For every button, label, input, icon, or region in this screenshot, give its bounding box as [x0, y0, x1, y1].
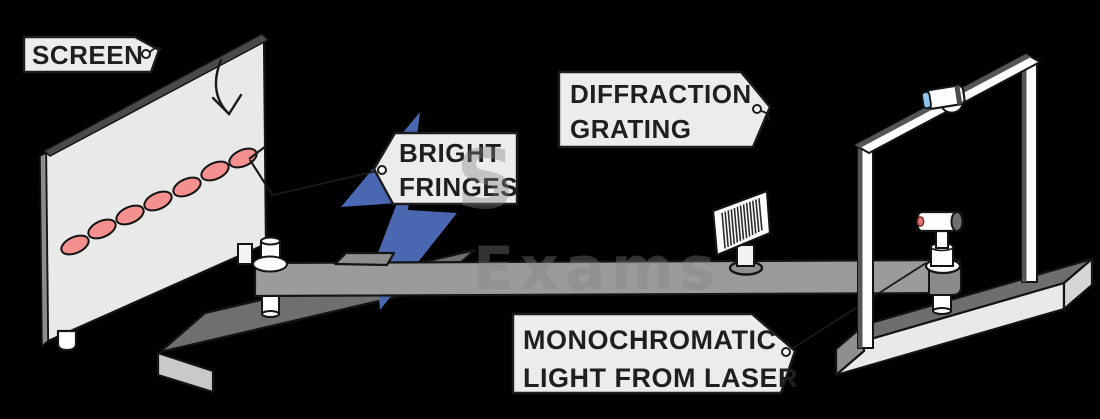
monochromatic-tag-hole-icon: [781, 347, 791, 357]
grating-hatch-line: [721, 212, 726, 249]
grating-hatch-line: [739, 205, 745, 240]
screen-mount-peg: [237, 243, 253, 265]
frame-right-post-shade: [1022, 59, 1027, 282]
stand-frame: [852, 52, 1043, 349]
grating-hatch-line: [730, 209, 736, 245]
grating-hatch-line: [751, 200, 757, 234]
fringe-direction-bolt-arrow: [341, 112, 457, 310]
watermark-letter: S: [456, 133, 515, 228]
bright-fringes-tag-text-line1: BRIGHT: [399, 138, 502, 168]
monochromatic-tag-shape: [511, 312, 797, 395]
left-support-lower-post-base: [261, 310, 280, 318]
grating-hatch-line: [755, 199, 760, 233]
fringe-pointer-line-upper: [248, 145, 267, 160]
screen-pointer-arrowhead-icon: [211, 93, 243, 116]
camera-ring: [954, 85, 963, 105]
screen-left-edge: [39, 151, 49, 348]
grating-post: [736, 244, 755, 267]
screen-face: [44, 36, 268, 343]
laser-lower-post-base: [932, 307, 952, 315]
grating-hatch-line: [758, 198, 763, 231]
left-plank-end-face: [156, 351, 215, 394]
grating-hatch-line: [733, 207, 739, 243]
fringe-pointer-line-lower: [249, 159, 274, 197]
watermark: S Exams: [456, 133, 721, 304]
fringe-dot: [60, 234, 90, 256]
label-bright-fringes: BRIGHT FRINGES: [372, 131, 519, 206]
screen-tag-hole-icon: [141, 49, 151, 59]
bright-fringes-tag-shape: [372, 131, 519, 206]
diffraction-grating-tag-shape: [557, 70, 772, 149]
diffraction-grating-tag-text-line2: GRATING: [570, 114, 691, 144]
fringe-dot: [200, 160, 230, 182]
grating-hatch-line: [736, 206, 742, 242]
screen-foot: [56, 329, 78, 352]
fringe-dot: [87, 218, 117, 240]
grating-hatch: [721, 198, 763, 249]
screen-tag-shape: [22, 35, 161, 74]
screen-top-edge: [42, 33, 270, 157]
camera-lens-cap: [921, 91, 932, 110]
diffraction-grating-tag-text-line1: DIFFRACTION: [570, 79, 752, 109]
right-platform-right-end: [1062, 257, 1094, 311]
fringe-dot: [115, 204, 145, 226]
screen-board: [39, 33, 270, 352]
bright-fringes-tag-text-line2: FRINGES: [399, 172, 518, 202]
monochromatic-tag-text-line1: MONOCHROMATIC: [523, 325, 776, 355]
label-screen: SCREEN: [22, 35, 162, 74]
fringes: [60, 147, 258, 256]
left-support-peg-top: [260, 236, 281, 246]
label-diffraction-grating: DIFFRACTION GRATING: [557, 70, 772, 149]
bright-fringes-pointers: [248, 145, 382, 197]
monochromatic-tag-string: [786, 262, 927, 353]
grating-hatch-line: [748, 201, 754, 236]
grating-hatch-line: [742, 204, 748, 239]
monochromatic-tag-text-line2: LIGHT FROM LASER: [523, 363, 798, 393]
mounted-camera: [921, 84, 966, 114]
grating-hatch-line: [745, 202, 751, 237]
label-monochromatic: MONOCHROMATIC LIGHT FROM LASER: [511, 312, 798, 395]
rail-slider-tab: [333, 251, 396, 267]
grating-hatch-line: [727, 210, 733, 246]
fringe-dot: [143, 190, 173, 212]
laser-aperture-dot: [916, 216, 925, 227]
left-support-collar: [252, 255, 288, 273]
watermark-word: Exams: [473, 234, 721, 304]
grating-hatch-line: [724, 211, 729, 248]
fringe-dot: [172, 176, 202, 198]
laser-assembly: [916, 210, 964, 315]
screen-tag-string: [149, 46, 162, 53]
diffraction-grating-tag-hole-icon: [752, 104, 762, 114]
diffraction-grating: [711, 189, 772, 276]
screen-tag-text: SCREEN: [32, 40, 143, 70]
laser-back-cap: [950, 211, 964, 232]
frame-left-post-shade: [858, 148, 863, 348]
bright-fringes-tag-string: [272, 169, 382, 196]
bright-fringes-tag-hole-icon: [377, 165, 387, 175]
